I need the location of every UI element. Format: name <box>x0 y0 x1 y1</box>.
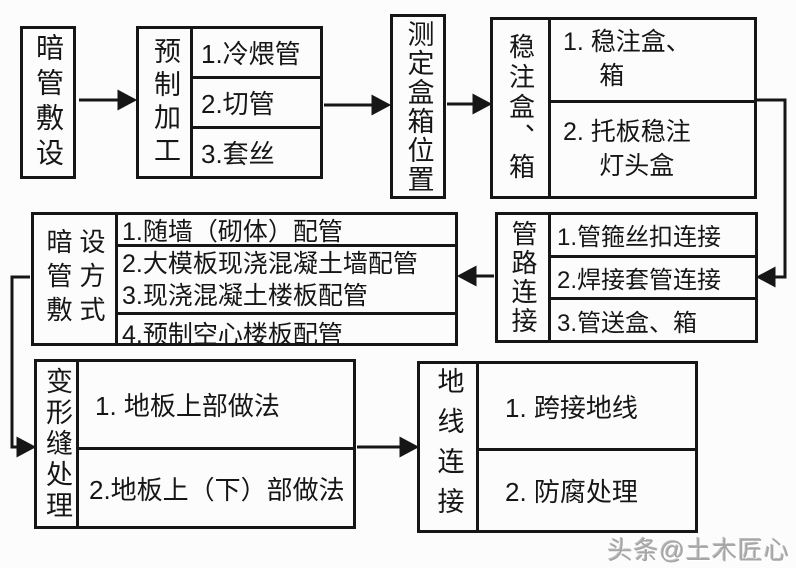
node-prefab-list: 1.冷煨管 2.切管 3.套丝 <box>193 29 320 176</box>
node-piping: 管路连接 1.管箍丝扣连接 2.焊接套管连接 3.管送盒、箱 <box>495 212 758 343</box>
list-item: 1.随墙（砌体）配管 <box>118 215 455 247</box>
node-ground: 地线连接 1. 跨接地线 2. 防腐处理 <box>417 361 698 533</box>
arrow-prefab-to-measure <box>324 94 392 116</box>
node-fixbox-label-cell: 稳注盒、箱 <box>493 20 551 196</box>
node-joint-label: 变形缝处理 <box>42 366 72 522</box>
node-piping-label: 管路连接 <box>508 219 538 336</box>
list-item: 3.管送盒、箱 <box>557 309 698 337</box>
node-start: 暗管敷设 <box>20 26 76 179</box>
node-prefab-label: 预制加工 <box>150 36 180 169</box>
node-joint-label-cell: 变形缝处理 <box>37 362 79 526</box>
node-prefab: 预制加工 1.冷煨管 2.切管 3.套丝 <box>136 26 323 179</box>
node-method-label-cell: 暗管敷 设方式 <box>34 215 118 343</box>
node-fixbox: 稳注盒、箱 1. 稳注盒、 箱 2. 托板稳注 灯头盒 <box>490 17 757 199</box>
list-item: 1. 地板上部做法 <box>79 362 353 450</box>
node-method-list: 1.随墙（砌体）配管 2.大模板现浇混凝土墙配管 3.现浇混凝土楼板配管 4.预… <box>118 215 455 349</box>
list-item: 3.套丝 <box>201 139 275 169</box>
list-item: 1. 稳注盒、 箱 <box>551 20 754 103</box>
node-joint-list: 1. 地板上部做法 2.地板上（下）部做法 <box>79 362 353 526</box>
node-fixbox-label: 稳注盒、箱 <box>505 33 536 183</box>
arrow-piping-to-method <box>456 265 494 287</box>
node-piping-list: 1.管箍丝扣连接 2.焊接套管连接 3.管送盒、箱 <box>551 215 755 340</box>
arrow-method-to-joint <box>10 275 37 458</box>
list-item: 1. 跨接地线 <box>479 364 695 451</box>
list-item: 2.焊接套管连接 <box>551 258 755 301</box>
node-prefab-label-cell: 预制加工 <box>139 29 193 176</box>
list-item: 1.冷煨管 <box>193 29 320 79</box>
node-ground-label: 地线连接 <box>433 367 464 527</box>
watermark: 头条@土木匠心 <box>607 537 790 565</box>
arrow-joint-to-ground <box>357 436 420 458</box>
node-method: 暗管敷 设方式 1.随墙（砌体）配管 2.大模板现浇混凝土墙配管 3.现浇混凝土… <box>31 212 458 349</box>
node-ground-label-cell: 地线连接 <box>420 364 479 530</box>
node-method-label-col1: 暗管敷 <box>43 228 73 330</box>
arrow-start-to-prefab <box>79 89 138 111</box>
list-item: 2. 防腐处理 <box>505 477 638 507</box>
node-start-label: 暗管敷设 <box>33 32 64 173</box>
list-item-group: 2.大模板现浇混凝土墙配管 3.现浇混凝土楼板配管 <box>118 247 455 315</box>
arrow-fixbox-to-piping <box>755 98 787 288</box>
list-item: 1.管箍丝扣连接 <box>551 215 755 258</box>
list-item: 2.切管 <box>193 79 320 129</box>
node-measure-label: 测定盒箱位置 <box>403 19 434 194</box>
arrow-measure-to-fixbox <box>447 93 493 115</box>
list-item: 2.地板上（下）部做法 <box>89 474 345 505</box>
node-fixbox-list: 1. 稳注盒、 箱 2. 托板稳注 灯头盒 <box>551 20 754 196</box>
node-piping-label-cell: 管路连接 <box>498 215 551 340</box>
node-method-label-col2: 设方式 <box>76 228 106 330</box>
node-measure: 测定盒箱位置 <box>390 14 446 199</box>
list-item: 4.预制空心楼板配管 <box>122 321 343 349</box>
list-item: 3.现浇混凝土楼板配管 <box>122 281 368 310</box>
list-item: 2.大模板现浇混凝土墙配管 <box>122 249 418 278</box>
list-item: 2. 托板稳注 灯头盒 <box>563 117 691 180</box>
node-joint: 变形缝处理 1. 地板上部做法 2.地板上（下）部做法 <box>34 359 356 529</box>
node-ground-list: 1. 跨接地线 2. 防腐处理 <box>479 364 695 530</box>
